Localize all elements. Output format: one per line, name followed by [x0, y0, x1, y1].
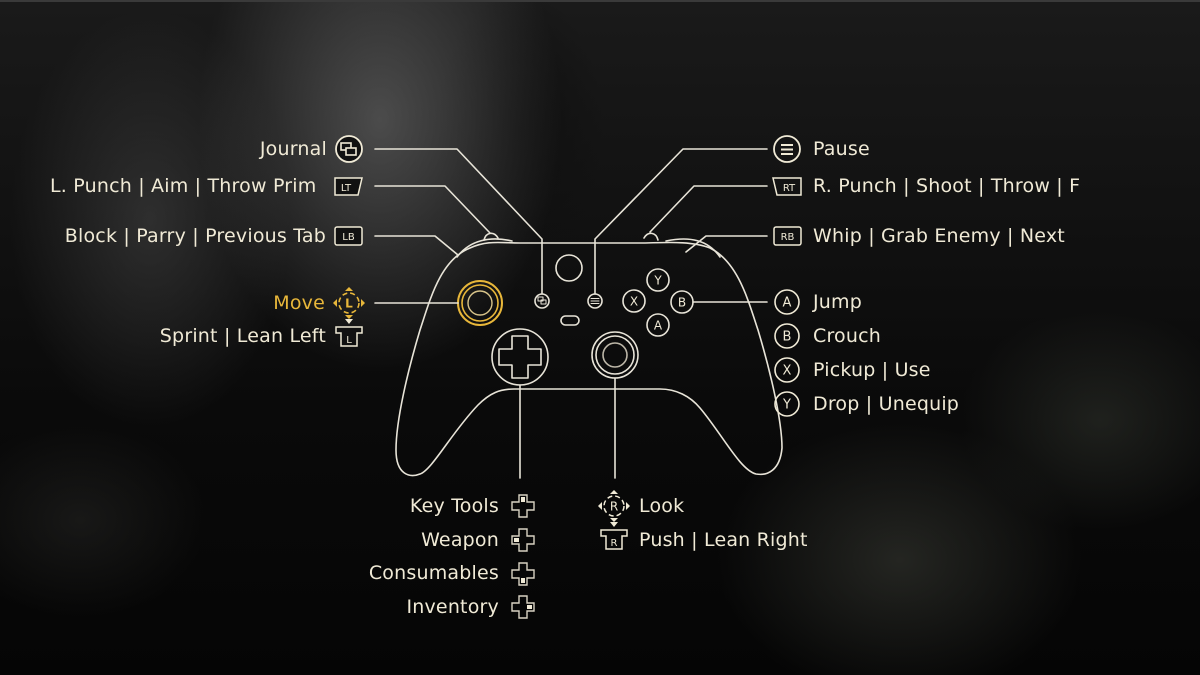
pause-label: Pause — [813, 138, 870, 160]
lb-action-label: Block | Parry | Previous Tab — [64, 225, 326, 247]
svg-text:RT: RT — [783, 183, 796, 194]
controller-body — [395, 241, 783, 477]
right-stick-move-icon: R — [598, 490, 630, 522]
look-label: Look — [639, 495, 685, 517]
menu-button-icon — [773, 135, 801, 163]
lb-bumper-icon: LB — [334, 226, 363, 246]
rb-action-label: Whip | Grab Enemy | Next — [813, 225, 1065, 247]
svg-text:LT: LT — [341, 183, 352, 194]
rt-trigger-icon: RT — [772, 177, 802, 196]
rb-bumper-icon: RB — [773, 226, 802, 246]
push-lean-right-label: Push | Lean Right — [639, 529, 808, 551]
weapon-label: Weapon — [421, 529, 499, 551]
svg-text:A: A — [654, 319, 663, 333]
svg-text:R: R — [611, 538, 618, 549]
view-button-icon — [335, 135, 363, 163]
rt-action-label: R. Punch | Shoot | Throw | F — [813, 175, 1081, 197]
key-tools-label: Key Tools — [409, 495, 499, 517]
rb-bumper-shape — [665, 238, 721, 258]
lt-action-label: L. Punch | Aim | Throw Prim — [50, 175, 317, 197]
move-label: Move — [273, 292, 325, 314]
left-stick-press-icon: L — [335, 319, 363, 347]
lt-trigger-icon: LT — [334, 177, 363, 196]
pickup-use-label: Pickup | Use — [813, 359, 931, 381]
svg-text:RB: RB — [781, 232, 795, 243]
lb-bumper-shape — [456, 238, 513, 258]
inventory-label: Inventory — [406, 596, 499, 618]
top-border — [0, 0, 1200, 2]
svg-text:Y: Y — [782, 398, 791, 413]
drop-unequip-label: Drop | Unequip — [813, 393, 960, 415]
right-stick-press-icon: R — [600, 522, 628, 550]
left-stick-move-icon: L — [333, 287, 365, 319]
svg-text:A: A — [783, 296, 792, 311]
svg-text:L: L — [345, 297, 353, 311]
rt-trigger-shape — [643, 232, 659, 241]
svg-text:X: X — [630, 295, 638, 309]
dpad-icons — [511, 494, 535, 619]
journal-label: Journal — [259, 138, 327, 160]
jump-label: Jump — [813, 291, 863, 313]
svg-text:B: B — [678, 296, 686, 310]
svg-text:LB: LB — [342, 232, 355, 243]
svg-text:X: X — [783, 364, 792, 379]
svg-text:B: B — [783, 330, 792, 345]
svg-text:R: R — [610, 500, 618, 514]
face-button-icons — [774, 289, 800, 417]
svg-text:L: L — [346, 335, 352, 346]
crouch-label: Crouch — [813, 325, 882, 347]
consumables-label: Consumables — [368, 562, 499, 584]
sprint-lean-left-label: Sprint | Lean Left — [159, 325, 326, 347]
svg-text:Y: Y — [653, 274, 662, 288]
